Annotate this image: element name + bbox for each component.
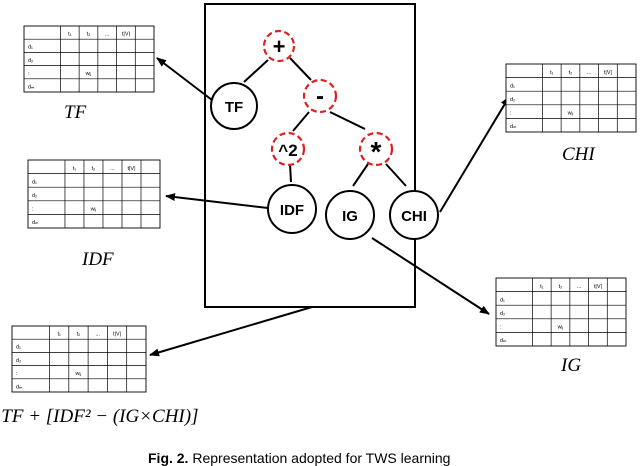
arrow-tf bbox=[156, 57, 213, 101]
matrix-row-label: d₂ bbox=[32, 193, 37, 199]
matrix-idf: t₁ t₂... t|V| d₁ d₂: dₘ wᵢⱼ bbox=[27, 159, 161, 229]
matrix-header: t|V| bbox=[113, 332, 121, 338]
matrix-cell-wij: wᵢⱼ bbox=[90, 207, 97, 213]
matrix-header: t₂ bbox=[77, 332, 81, 338]
figure-caption: Fig. 2. Representation adopted for TWS l… bbox=[148, 450, 450, 466]
matrix-header: t₂ bbox=[87, 32, 91, 38]
label-chi: CHI bbox=[562, 144, 596, 165]
matrix-row-label: d₂ bbox=[500, 311, 505, 317]
leaf-chi-label: CHI bbox=[401, 208, 427, 225]
leaf-idf-label: IDF bbox=[280, 202, 304, 219]
arrow-chi bbox=[439, 96, 510, 213]
op-node-square bbox=[270, 131, 306, 167]
operator-nodes bbox=[262, 29, 394, 167]
formula-prefix: : bbox=[0, 406, 1, 427]
tree-edges bbox=[243, 57, 407, 187]
matrix-header: t|V| bbox=[604, 70, 612, 76]
leaf-node-idf bbox=[267, 184, 317, 234]
caption-text: Representation adopted for TWS learning bbox=[192, 450, 451, 466]
matrix-row-label: dₘ bbox=[32, 220, 39, 226]
matrix-ig: t₁ t₂... t|V| d₁ d₂: dₘ wᵢⱼ bbox=[495, 277, 627, 347]
matrix-row-label: dₘ bbox=[28, 84, 35, 90]
leaf-node-chi bbox=[389, 190, 439, 240]
matrix-row-label: d₁ bbox=[16, 345, 21, 351]
op-node-minus bbox=[302, 78, 338, 114]
matrix-row-label: dₘ bbox=[16, 384, 23, 390]
arrow-bottom bbox=[149, 306, 313, 357]
matrix-row-label: d₁ bbox=[32, 179, 37, 185]
leaf-ig-label: IG bbox=[342, 208, 358, 225]
matrix-row-label: d₁ bbox=[500, 297, 505, 303]
formula-text: TF + [IDF² − (IG×CHI)] bbox=[1, 406, 199, 427]
matrix-header: ... bbox=[105, 32, 110, 38]
matrix-header: t|V| bbox=[127, 166, 135, 172]
matrix-row-label: : bbox=[32, 207, 34, 213]
matrix-header: t|V| bbox=[594, 284, 602, 290]
matrix-header: ... bbox=[110, 166, 115, 172]
matrix-row-label: dₘ bbox=[510, 124, 517, 130]
op-minus-label: - bbox=[316, 83, 324, 110]
matrix-cell-wij: wᵢⱼ bbox=[75, 371, 82, 377]
op-node-times bbox=[358, 131, 394, 167]
matrix-header: ... bbox=[587, 70, 592, 76]
matrix-row-label: dₘ bbox=[500, 338, 507, 344]
matrix-row-label: d₂ bbox=[28, 58, 33, 64]
matrix-header: t₁ bbox=[550, 70, 554, 76]
caption-label: Fig. 2. bbox=[148, 450, 189, 466]
op-plus-label: + bbox=[273, 34, 286, 59]
matrix-header: t₂ bbox=[569, 70, 573, 76]
matrix-cell-wij: wᵢⱼ bbox=[567, 111, 574, 117]
leaf-node-tf bbox=[210, 82, 258, 130]
matrix-header: t₁ bbox=[540, 284, 544, 290]
formula: :TF + [IDF² − (IG×CHI)] bbox=[0, 406, 198, 428]
op-square-label: ^2 bbox=[278, 141, 297, 160]
matrix-header: t₁ bbox=[68, 32, 72, 38]
matrix-row-label: d₁ bbox=[28, 45, 33, 51]
leaf-node-ig bbox=[325, 190, 375, 240]
matrix-cell-wij: wᵢⱼ bbox=[85, 71, 92, 77]
matrix-cell-wij: wᵢⱼ bbox=[557, 325, 564, 331]
matrix-row-label: : bbox=[500, 325, 502, 331]
leaf-nodes bbox=[210, 82, 439, 240]
label-idf: IDF bbox=[81, 249, 114, 270]
op-node-plus bbox=[262, 29, 296, 63]
matrix-bottom: t₁ t₂... t|V| d₁ d₂: dₘ wᵢⱼ bbox=[11, 325, 147, 393]
matrix-row-label: d₂ bbox=[510, 97, 515, 103]
matrix-header: ... bbox=[577, 284, 582, 290]
arrow-idf bbox=[165, 193, 269, 209]
leaf-tf-label: TF bbox=[225, 99, 243, 116]
label-ig: IG bbox=[560, 355, 581, 376]
matrix-chi: t₁ t₂... t|V| d₁ d₂: dₘ wᵢⱼ bbox=[505, 63, 637, 133]
matrix-header: ... bbox=[95, 332, 100, 338]
matrix-header: t₂ bbox=[92, 166, 96, 172]
matrix-tf: t₁ t₂... t|V| d₁ d₂: dₘ wᵢⱼ bbox=[23, 25, 155, 93]
matrix-row-label: : bbox=[16, 371, 18, 377]
matrix-header: t₁ bbox=[57, 332, 61, 338]
label-tf: TF bbox=[64, 102, 87, 123]
matrix-row-label: : bbox=[28, 71, 30, 77]
matrix-row-label: d₁ bbox=[510, 83, 515, 89]
arrow-ig bbox=[371, 237, 490, 315]
op-times-label: * bbox=[371, 136, 382, 167]
matrix-header: t₂ bbox=[559, 284, 563, 290]
matrix-row-label: d₂ bbox=[16, 358, 21, 364]
arrows bbox=[149, 57, 510, 357]
matrix-header: t₁ bbox=[73, 166, 77, 172]
matrix-header: t|V| bbox=[122, 32, 130, 38]
matrix-row-label: : bbox=[510, 111, 512, 117]
